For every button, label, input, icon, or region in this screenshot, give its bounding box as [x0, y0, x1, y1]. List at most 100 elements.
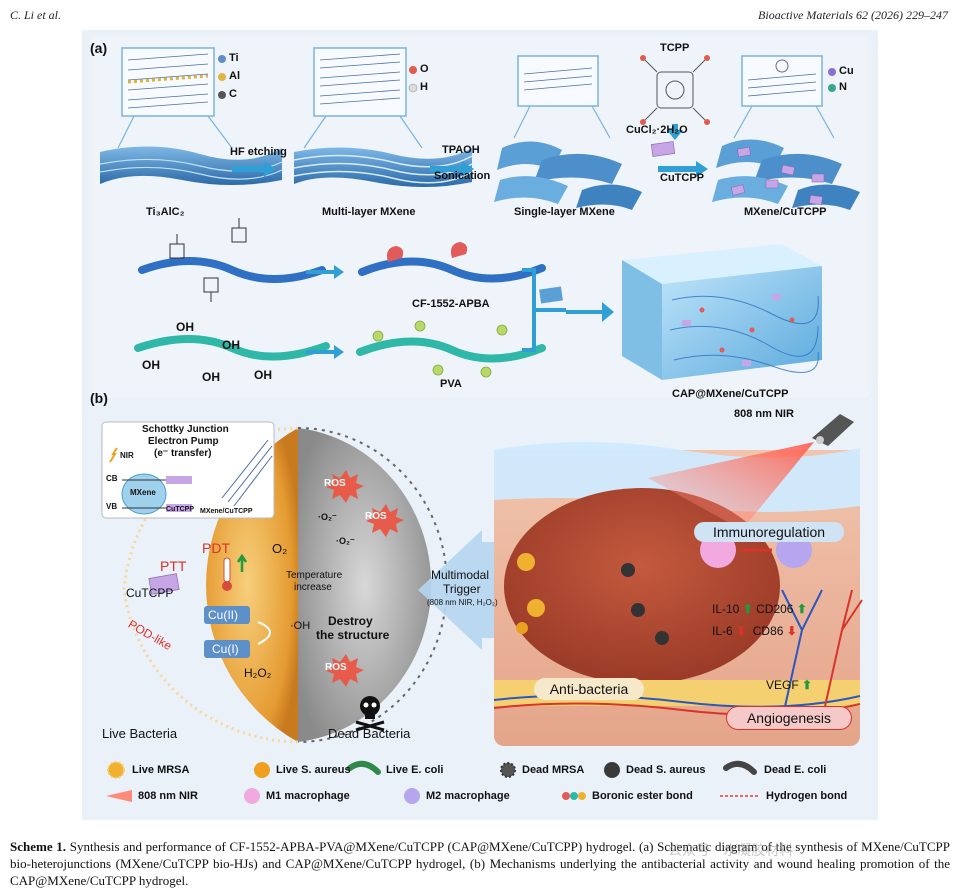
cu2-label: Cu(II) [208, 608, 238, 622]
legend-live-e-coli: Live E. coli [386, 764, 444, 776]
cu2-box [204, 606, 250, 624]
oh-label-3: OH [142, 358, 160, 372]
n-atom-icon [828, 84, 836, 92]
cf-1552-polymer-chain [138, 218, 326, 302]
legend-live-mrsa: Live MRSA [132, 764, 190, 776]
legend-icons [106, 760, 758, 804]
mxene-small-label: MXene [130, 488, 156, 497]
schottky-line2: Electron Pump [148, 436, 219, 447]
mxene-cutcpp-sheets [712, 139, 860, 210]
mxene-cutcpp-crystal-zoom [733, 55, 835, 139]
chain-arrows [306, 265, 344, 359]
h2o2-label: H₂O₂ [244, 666, 272, 680]
dead-e-coli-icon [723, 760, 757, 775]
nir-lightning-icon [109, 447, 118, 463]
dead-bacteria-label: Dead Bacteria [328, 726, 411, 741]
cucl-label: CuCl₂·2H₂O [626, 124, 688, 136]
cutcpp-b-label: CuTCPP [126, 586, 174, 600]
single-layer-mxene-sheets [494, 141, 642, 210]
dead-mrsa-icon [500, 762, 516, 778]
o2-label: O₂ [272, 541, 288, 556]
ros-bursts [326, 470, 404, 687]
cd206-up-icon: ⬆ [796, 602, 807, 616]
hf-etching-arrow [232, 161, 276, 177]
oh-label-4: OH [202, 370, 220, 384]
cutcpp-nanosheet-icon [650, 141, 676, 157]
tcpp-molecule [640, 55, 710, 125]
pva-chain-with-beads [356, 320, 546, 378]
il6-label: IL-6 [712, 624, 733, 638]
panel-a-label: (a) [90, 40, 108, 56]
cu1-box [204, 640, 250, 658]
hf-etching-label: HF etching [230, 146, 287, 158]
tcpp-down-arrow [667, 124, 683, 140]
angiogenesis-box: Angiogenesis [726, 706, 852, 730]
element-o: O [420, 63, 429, 75]
cutcpp-label: CuTCPP [660, 172, 704, 184]
thermometer-icon [222, 557, 232, 591]
live-e-coli-icon [347, 760, 381, 775]
al-atom-icon [218, 73, 226, 81]
o2-radical-label-2: ·O₂⁻ [336, 536, 355, 546]
o2-radical-label-1: ·O₂⁻ [318, 512, 337, 522]
running-journal: Bioactive Materials 62 (2026) 229–247 [758, 8, 948, 22]
tpaoh-label: TPAOH [442, 144, 480, 156]
c-atom-icon [218, 91, 226, 99]
live-mrsa-icon [107, 761, 125, 779]
cutcpp-arrow [658, 161, 708, 177]
oh-label-2: OH [222, 338, 240, 352]
cd86-label: CD86 [752, 624, 784, 638]
laser-device [812, 414, 854, 446]
process-arrows [232, 124, 708, 177]
nir-beam [648, 442, 814, 530]
ros-label-1: ROS [324, 478, 346, 489]
legend-dead-e-coli: Dead E. coli [764, 764, 827, 776]
watermark: 公众号 · 水凝胶材料 [668, 843, 794, 859]
temp-line2: increase [294, 582, 332, 593]
ti3alc2-label: Ti₃AlC₂ [146, 206, 185, 218]
pdt-label: PDT [202, 540, 230, 556]
legend-dead-mrsa: Dead MRSA [522, 764, 585, 776]
ti-atom-icon [218, 55, 226, 63]
immunoregulation-label: Immunoregulation [712, 524, 826, 540]
nir-small-label: NIR [120, 451, 134, 460]
destroy-line2: the structure [316, 628, 390, 642]
multilayer-mxene-stack [293, 147, 473, 187]
schottky-inset [101, 421, 275, 519]
multilayer-mxene-crystal-zoom [303, 47, 423, 149]
legend-dead-s-aureus: Dead S. aureus [626, 764, 706, 776]
legend-m1: M1 macrophage [266, 790, 350, 802]
element-c: C [229, 88, 237, 100]
combine-arrow [566, 302, 614, 322]
cutcpp-small-label: CuTCPP [166, 506, 194, 513]
trigger-line3: (808 nm NIR, H₂O₂) [427, 598, 498, 607]
nir-label: 808 nm NIR [734, 408, 794, 420]
m2-macrophage-icon [404, 788, 420, 804]
schottky-line1: Schottky Junction [142, 424, 229, 435]
oh-label-5: OH [254, 368, 272, 382]
oh-label-1: OH [176, 320, 194, 334]
o-atom-icon [409, 66, 417, 74]
trigger-arrow [418, 530, 494, 650]
cf-1552-apba-chain [358, 242, 546, 283]
hydrogel-block [622, 244, 822, 380]
hydrogel-label: CAP@MXene/CuTCPP [672, 388, 789, 400]
mxene-cutcpp-small-label: MXene/CuTCPP [200, 508, 253, 515]
trigger-line1: Multimodal [431, 568, 490, 582]
single-layer-mxene-label: Single-layer MXene [514, 206, 615, 218]
element-al: Al [229, 70, 240, 82]
element-h: H [420, 81, 428, 93]
element-n: N [839, 81, 847, 93]
boronic-ester-bond-icon [562, 792, 586, 800]
skull-icon [355, 696, 385, 732]
vegf-label: VEGF [766, 678, 799, 692]
ptt-label: PTT [160, 558, 187, 574]
legend-nir: 808 nm NIR [138, 790, 198, 802]
trigger-line2: Trigger [443, 582, 481, 596]
mxene-cutcpp-additive-icon [539, 286, 563, 304]
legend-m2: M2 macrophage [426, 790, 510, 802]
legend-live-s-aureus: Live S. aureus [276, 764, 351, 776]
schottky-line3: (e⁻ transfer) [154, 448, 212, 459]
immunoregulation-box: Immunoregulation [694, 522, 844, 542]
temp-line1: Temperature [286, 570, 343, 581]
